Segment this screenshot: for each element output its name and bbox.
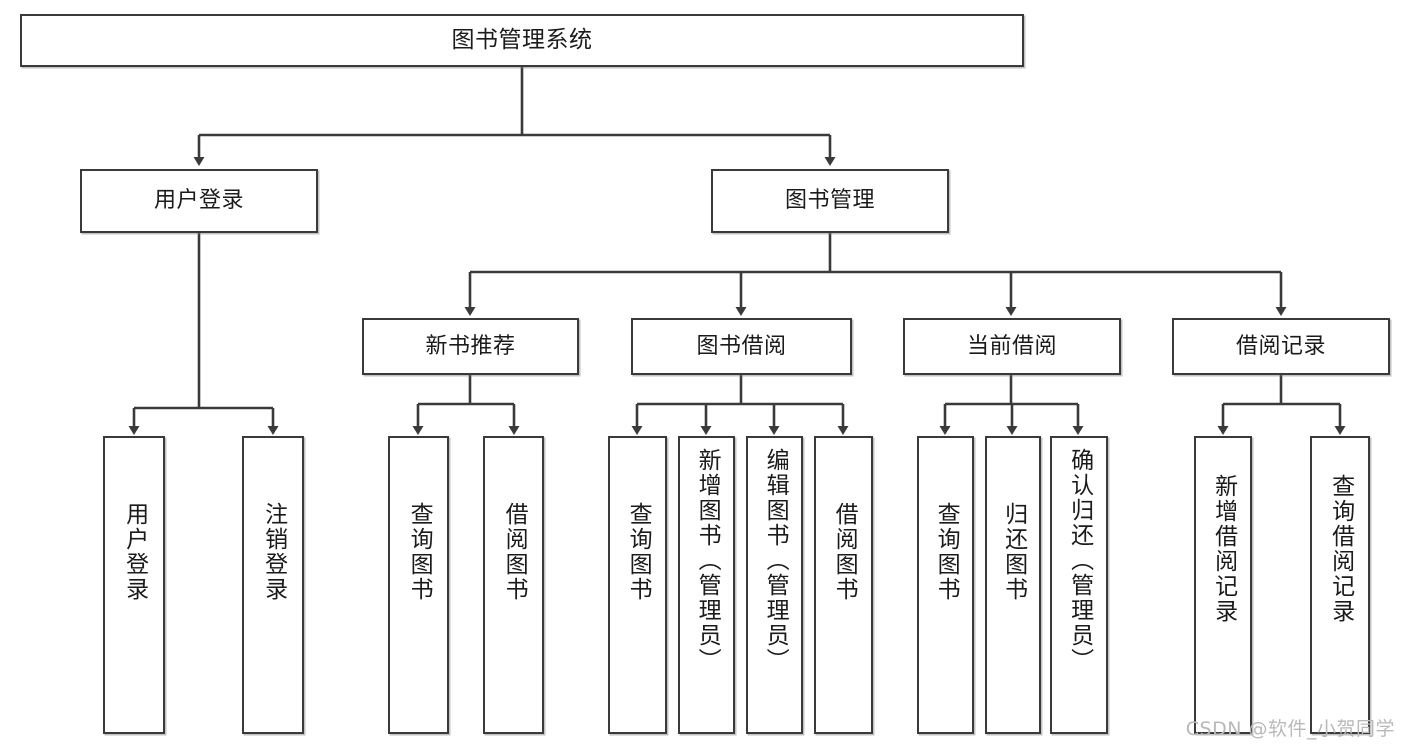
node-leaf-user-login-label: 用户登录 xyxy=(121,502,148,602)
node-leaf-borrow-book-1[interactable]: 借阅图书 xyxy=(483,436,544,734)
node-book-borrow[interactable]: 图书借阅 xyxy=(631,318,852,375)
node-borrow-record[interactable]: 借阅记录 xyxy=(1172,318,1390,375)
node-leaf-query-book-3[interactable]: 查询图书 xyxy=(917,436,974,734)
node-book-manage-label: 图书管理 xyxy=(784,188,875,214)
node-leaf-add-book-label: 新增图书（管理员） xyxy=(694,448,721,673)
node-borrow-record-label: 借阅记录 xyxy=(1235,333,1326,359)
node-book-manage[interactable]: 图书管理 xyxy=(711,169,949,233)
node-user-login-label: 用户登录 xyxy=(153,188,244,214)
node-leaf-edit-book[interactable]: 编辑图书（管理员） xyxy=(746,436,803,734)
node-leaf-add-book[interactable]: 新增图书（管理员） xyxy=(678,436,735,734)
node-root[interactable]: 图书管理系统 xyxy=(20,14,1024,67)
node-leaf-return-book[interactable]: 归还图书 xyxy=(985,436,1041,734)
node-leaf-query-book-2[interactable]: 查询图书 xyxy=(608,436,667,734)
node-leaf-borrow-book-2[interactable]: 借阅图书 xyxy=(814,436,873,734)
node-leaf-borrow-book-2-label: 借阅图书 xyxy=(831,502,858,602)
node-leaf-confirm-return[interactable]: 确认归还（管理员） xyxy=(1050,436,1108,734)
node-leaf-add-record[interactable]: 新增借阅记录 xyxy=(1194,436,1252,734)
node-leaf-confirm-return-label: 确认归还（管理员） xyxy=(1066,448,1093,673)
node-leaf-borrow-book-1-label: 借阅图书 xyxy=(501,502,528,602)
node-root-label: 图书管理系统 xyxy=(451,27,593,54)
node-leaf-return-book-label: 归还图书 xyxy=(1000,502,1027,602)
node-new-book-recommend-label: 新书推荐 xyxy=(425,333,516,359)
node-leaf-query-book-2-label: 查询图书 xyxy=(625,502,652,602)
node-leaf-query-record[interactable]: 查询借阅记录 xyxy=(1310,436,1370,734)
node-current-borrow-label: 当前借阅 xyxy=(966,333,1057,359)
node-leaf-logout-label: 注销登录 xyxy=(260,502,287,602)
node-book-borrow-label: 图书借阅 xyxy=(696,333,787,359)
node-current-borrow[interactable]: 当前借阅 xyxy=(903,318,1121,375)
node-new-book-recommend[interactable]: 新书推荐 xyxy=(362,318,579,375)
node-leaf-query-book-1[interactable]: 查询图书 xyxy=(388,436,449,734)
node-leaf-query-record-label: 查询借阅记录 xyxy=(1327,474,1354,624)
node-leaf-user-login[interactable]: 用户登录 xyxy=(103,436,165,734)
node-leaf-query-book-3-label: 查询图书 xyxy=(933,502,960,602)
node-leaf-edit-book-label: 编辑图书（管理员） xyxy=(762,448,789,673)
node-leaf-add-record-label: 新增借阅记录 xyxy=(1210,474,1237,624)
node-leaf-logout[interactable]: 注销登录 xyxy=(242,436,304,734)
node-user-login[interactable]: 用户登录 xyxy=(80,169,318,233)
node-leaf-query-book-1-label: 查询图书 xyxy=(406,502,433,602)
